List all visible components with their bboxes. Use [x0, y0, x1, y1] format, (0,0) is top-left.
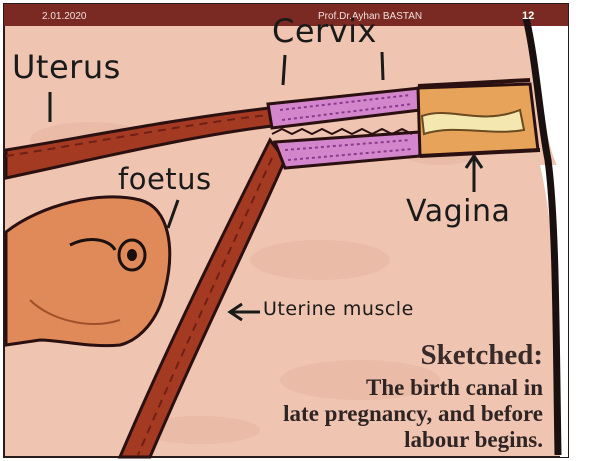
caption-title: Sketched: [421, 339, 543, 372]
caption-line-1: The birth canal in [366, 376, 543, 399]
caption-line-3: labour begins. [404, 428, 543, 451]
caption-line-2: late pregnancy, and before [283, 402, 543, 425]
label-foetus: foetus [118, 162, 212, 196]
label-vagina: Vagina [406, 194, 510, 229]
slide-page-number: 12 [522, 10, 534, 22]
label-uterus: Uterus [12, 48, 121, 86]
slide-date: 2.01.2020 [42, 11, 87, 22]
label-cervix: Cervix [272, 12, 377, 50]
label-uterine-muscle: Uterine muscle [263, 298, 414, 320]
